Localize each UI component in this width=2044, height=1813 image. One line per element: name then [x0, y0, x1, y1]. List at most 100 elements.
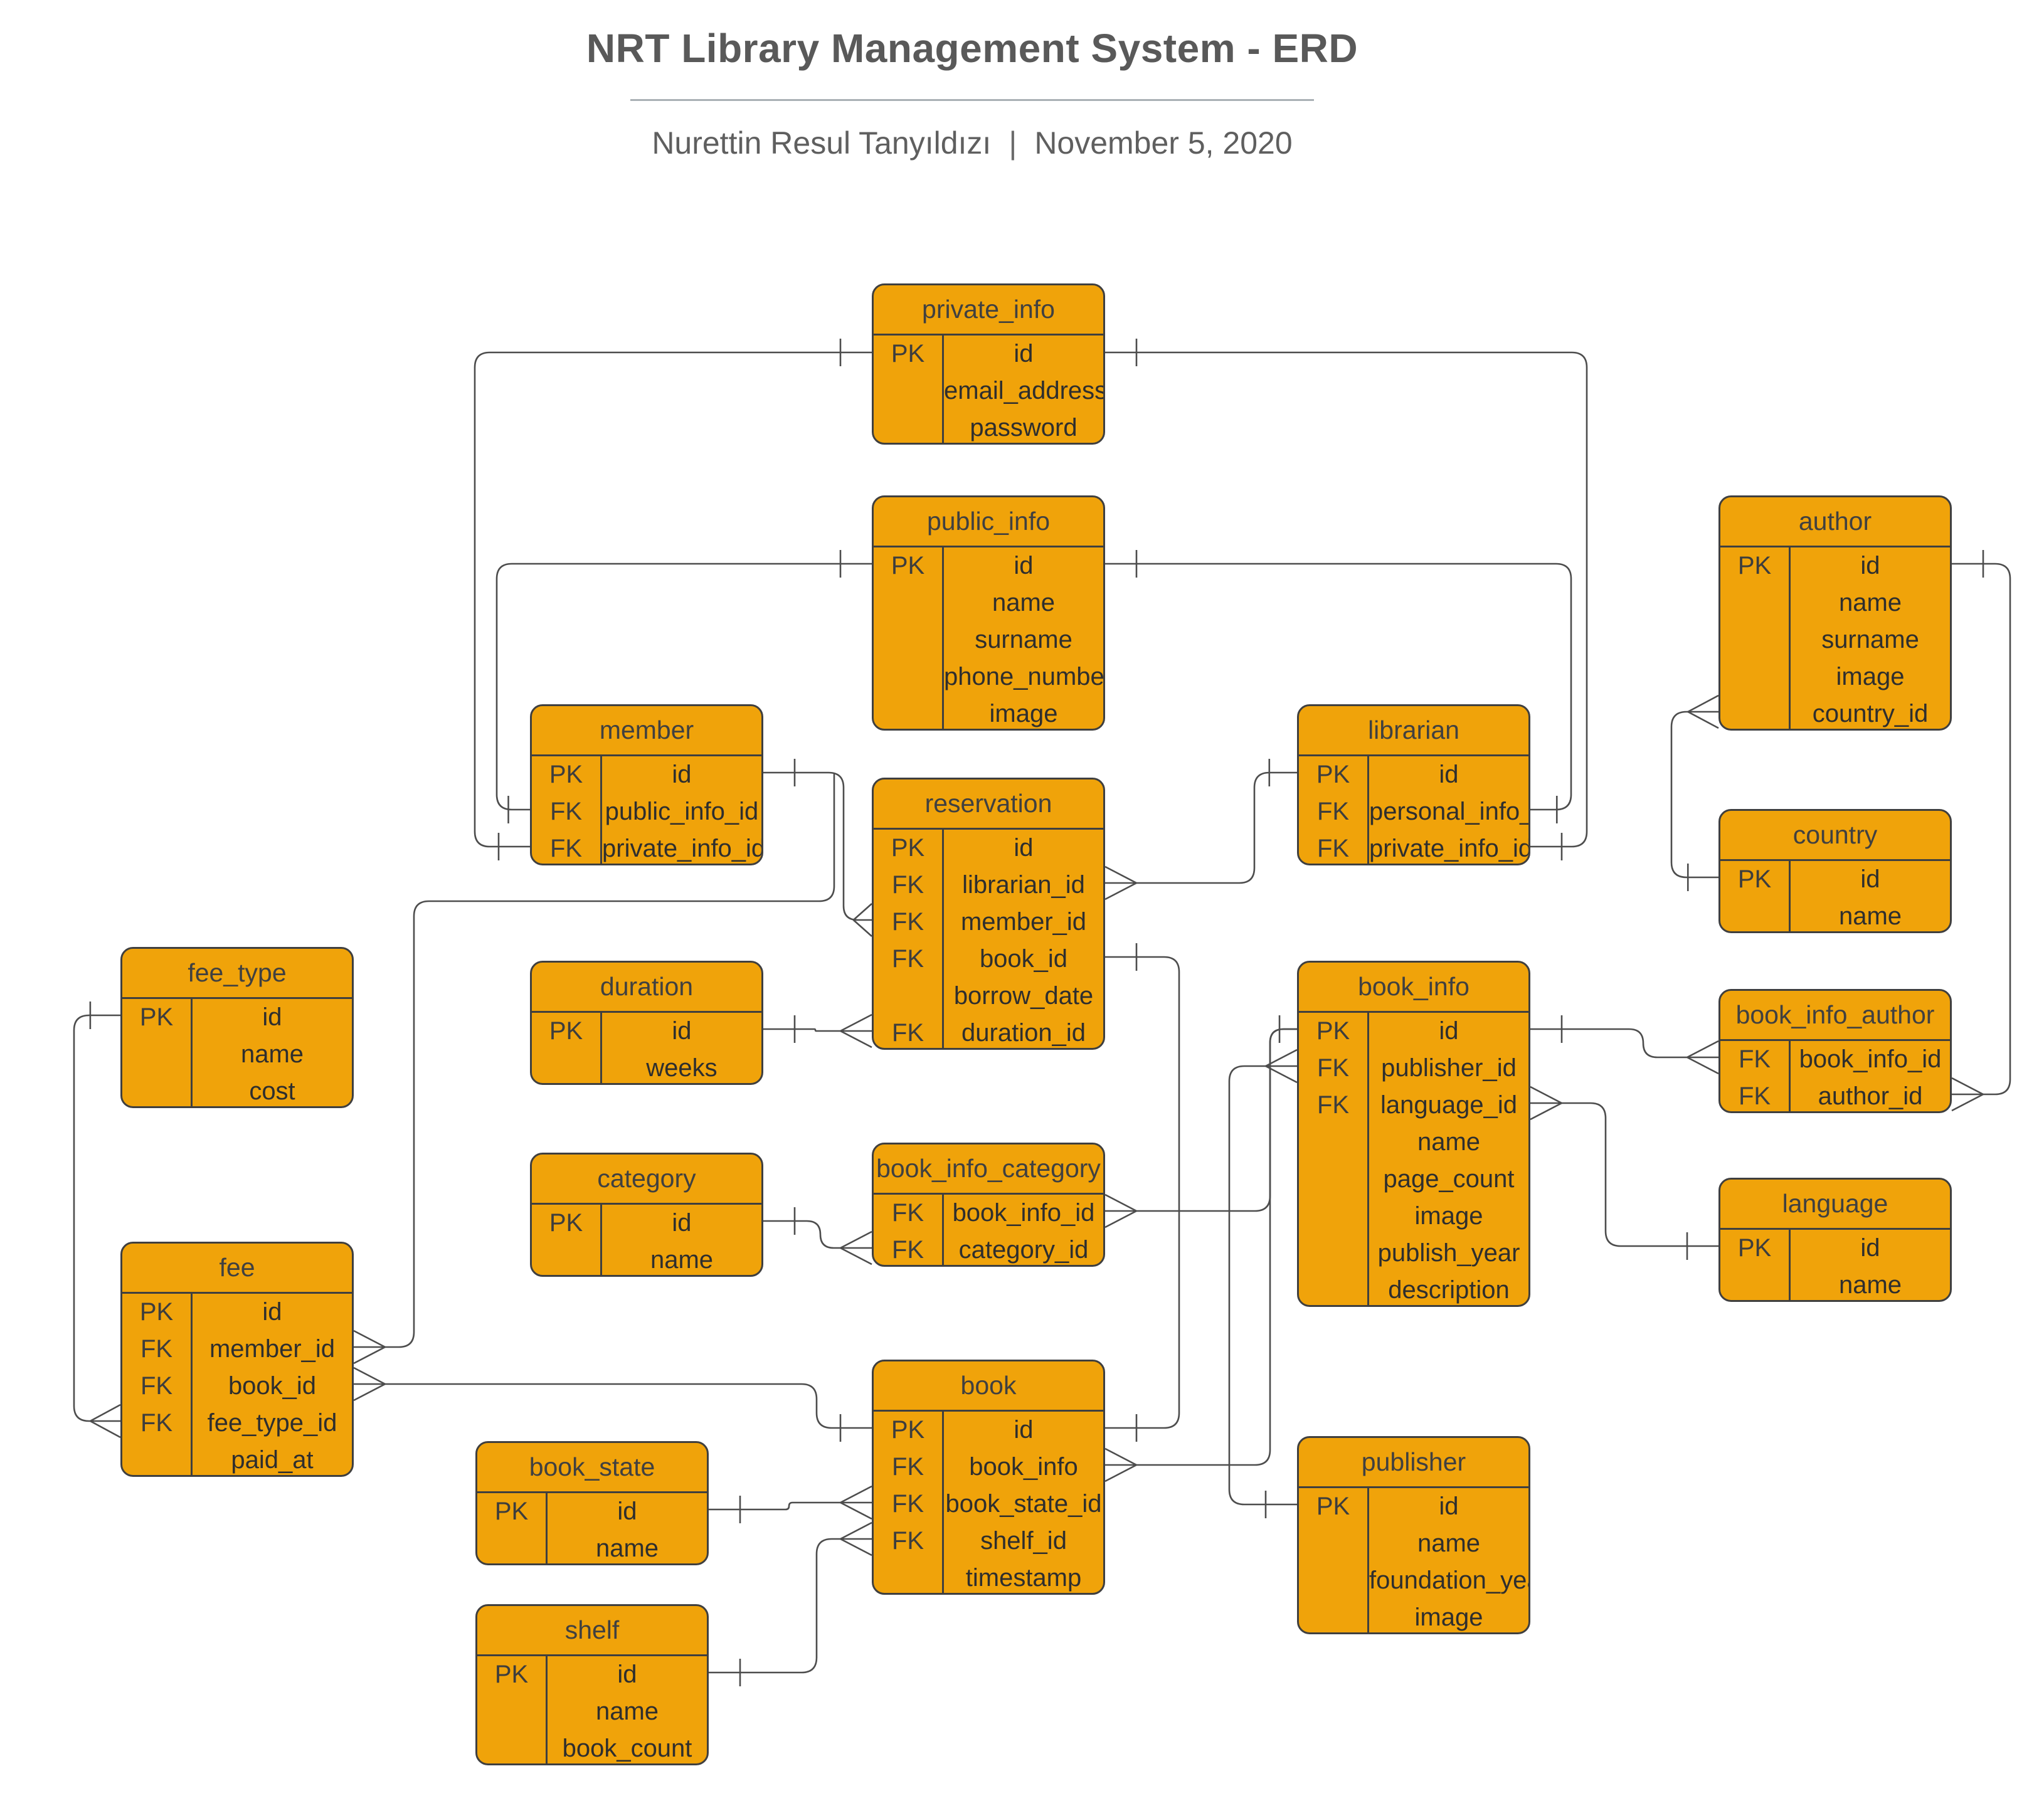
attribute-row: name — [1720, 898, 1950, 931]
entity-title: duration — [532, 963, 761, 1013]
key-cell — [874, 978, 944, 1015]
attribute-name: id — [1439, 761, 1459, 788]
crow-foot-marker (book.book_info) — [1104, 1447, 1137, 1466]
crow-foot-marker (book_info_author.author_id) — [1951, 1077, 1984, 1096]
attribute-row: name — [477, 1530, 707, 1563]
attribute-row: phone_number — [874, 658, 1103, 695]
key-cell: PK — [477, 1493, 548, 1530]
key-cell: PK — [532, 1205, 602, 1242]
key-cell: FK — [532, 793, 602, 830]
key-cell — [1299, 1272, 1369, 1305]
attribute-name: private_info_id — [602, 835, 763, 862]
attribute-name: paid_at — [231, 1446, 314, 1474]
attribute-name: id — [617, 1498, 637, 1525]
entity-librarian[interactable]: librarianPKidFKpersonal_info_idFKprivate… — [1297, 704, 1530, 865]
attribute-name: id — [1439, 1017, 1459, 1045]
key-cell — [122, 1442, 193, 1475]
relationship member.id->reservation.member_id — [763, 771, 872, 921]
attribute-row: cost — [122, 1073, 352, 1106]
attribute-row: foundation_year — [1299, 1562, 1528, 1599]
attribute-name: name — [650, 1246, 714, 1274]
attribute-name: name — [992, 589, 1056, 616]
attribute-name: duration_id — [961, 1019, 1086, 1047]
relationship private_info.id->librarian.private_info_id — [1105, 351, 1588, 848]
key-cell: PK — [874, 1412, 944, 1449]
key-cell: PK — [874, 547, 944, 584]
attribute-name: id — [672, 761, 692, 788]
attribute-name: name — [1838, 1271, 1902, 1299]
crow-foot-marker (reservation.member_id) — [852, 919, 872, 937]
attribute-row: country_id — [1720, 695, 1950, 729]
attribute-row: name — [122, 1036, 352, 1073]
relationship private_info.id->member.private_info_id — [474, 351, 872, 848]
attribute-name: language_id — [1380, 1091, 1517, 1119]
attribute-name: id — [1860, 1234, 1880, 1262]
attribute-name: author_id — [1818, 1082, 1923, 1110]
attribute-row: name — [532, 1242, 761, 1275]
attribute-name: name — [1838, 589, 1902, 616]
crow-foot-marker (fee.book_id) — [353, 1383, 386, 1402]
attribute-name: id — [1014, 1416, 1034, 1444]
attribute-name: id — [1860, 552, 1880, 579]
attribute-name: name — [240, 1040, 304, 1068]
attribute-name: public_info_id — [605, 798, 759, 825]
key-cell: FK — [1299, 793, 1369, 830]
crow-foot-marker (fee.fee_type_id) — [90, 1420, 121, 1439]
key-cell — [1720, 1267, 1791, 1300]
crow-foot-marker (reservation.duration_id) — [840, 1013, 872, 1032]
crow-foot-marker (book_info_author.book_info_id) — [1687, 1040, 1719, 1059]
crow-foot-marker (book_info.publisher_id) — [1265, 1049, 1298, 1067]
attribute-name: member_id — [209, 1335, 336, 1363]
attribute-name: book_count — [562, 1735, 692, 1762]
key-cell: PK — [1299, 756, 1369, 793]
entity-title: book_info_author — [1720, 991, 1950, 1041]
key-cell: PK — [1720, 547, 1791, 584]
attribute-name: phone_number — [944, 663, 1105, 690]
attribute-row: image — [1299, 1599, 1528, 1632]
entity-title: member — [532, 706, 761, 756]
attribute-name: book_id — [979, 945, 1068, 973]
attribute-row: borrow_date — [874, 978, 1103, 1015]
attribute-name: borrow_date — [953, 982, 1094, 1010]
attribute-name: name — [595, 1535, 659, 1562]
attribute-row: page_count — [1299, 1161, 1528, 1198]
key-cell: FK — [874, 1232, 944, 1265]
diagram-subtitle: Nurettin Resul Tanyıldızı|November 5, 20… — [533, 125, 1411, 161]
diagram-date: November 5, 2020 — [1034, 125, 1293, 161]
key-cell — [1299, 1161, 1369, 1198]
attribute-name: librarian_id — [962, 871, 1085, 899]
crow-foot-marker (book_info.language_id) — [1530, 1102, 1562, 1121]
key-cell: FK — [532, 830, 602, 864]
crow-foot-marker (book_info_author.author_id) — [1951, 1093, 1984, 1112]
key-cell: FK — [874, 1486, 944, 1523]
attribute-name: name — [1417, 1128, 1481, 1156]
attribute-row: name — [874, 584, 1103, 621]
